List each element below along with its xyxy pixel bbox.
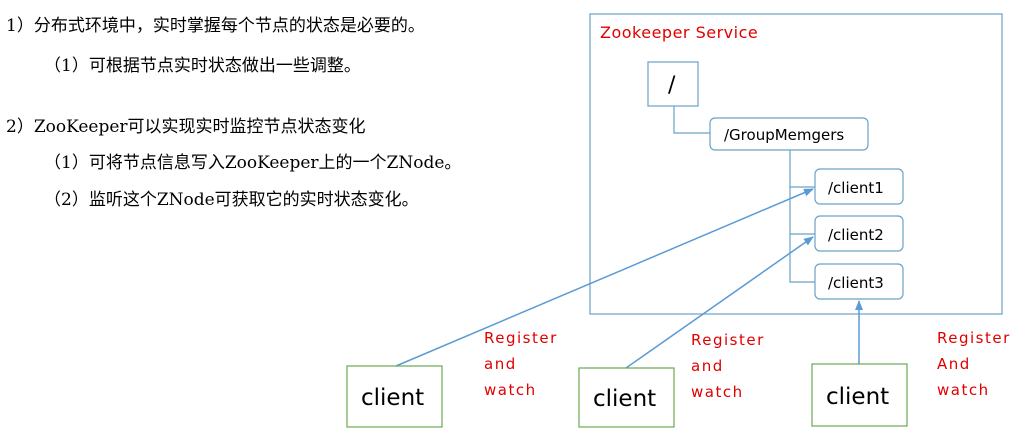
note-line-2-sub-1: （1）可将节点信息写入ZooKeeper上的一个ZNode。 [44,153,462,173]
child-node-client1-label: /client1 [828,179,884,197]
register-label-3-line-1: Register [937,329,1011,347]
register-label-2-line-3: watch [691,383,744,401]
child-node-client3-label: /client3 [828,274,884,292]
client-box-1-label: client [361,385,424,411]
group-to-children-connector [789,150,815,283]
register-label-1-line-3: watch [484,381,537,399]
zookeeper-service-box [589,13,1003,315]
note-line-1: 1）分布式环境中，实时掌握每个节点的状态是必要的。 [6,16,425,36]
note-line-2: 2）ZooKeeper可以实现实时监控节点状态变化 [6,117,366,137]
child-node-client3 [814,263,904,300]
register-label-1-line-1: Register [484,329,558,347]
zookeeper-service-title: Zookeeper Service [600,23,758,42]
child-node-client1 [814,168,904,205]
register-label-3-line-2: And [937,355,971,373]
client-box-3 [811,363,908,427]
client-box-2-label: client [593,386,656,412]
register-label-2-line-2: and [691,357,724,375]
note-line-1-sub: （1）可根据节点实时状态做出一些调整。 [44,56,361,76]
root-to-group-connector [673,106,710,134]
child-node-client2 [814,215,904,252]
client-box-2 [578,367,675,428]
group-members-node [709,117,869,151]
arrow-client2-to-node [625,236,814,369]
arrow-client1-to-node [395,188,814,367]
group-members-label: /GroupMemgers [724,126,844,144]
register-label-2-line-1: Register [691,331,765,349]
child-node-client2-label: /client2 [828,226,884,244]
register-label-1-line-2: and [484,355,517,373]
note-line-2-sub-2: （2）监听这个ZNode可获取它的实时状态变化。 [44,190,419,210]
register-label-3-line-3: watch [937,381,990,399]
root-node [647,61,699,107]
client-box-3-label: client [826,384,889,410]
client-box-1 [346,365,443,428]
root-node-label: / [668,73,676,98]
